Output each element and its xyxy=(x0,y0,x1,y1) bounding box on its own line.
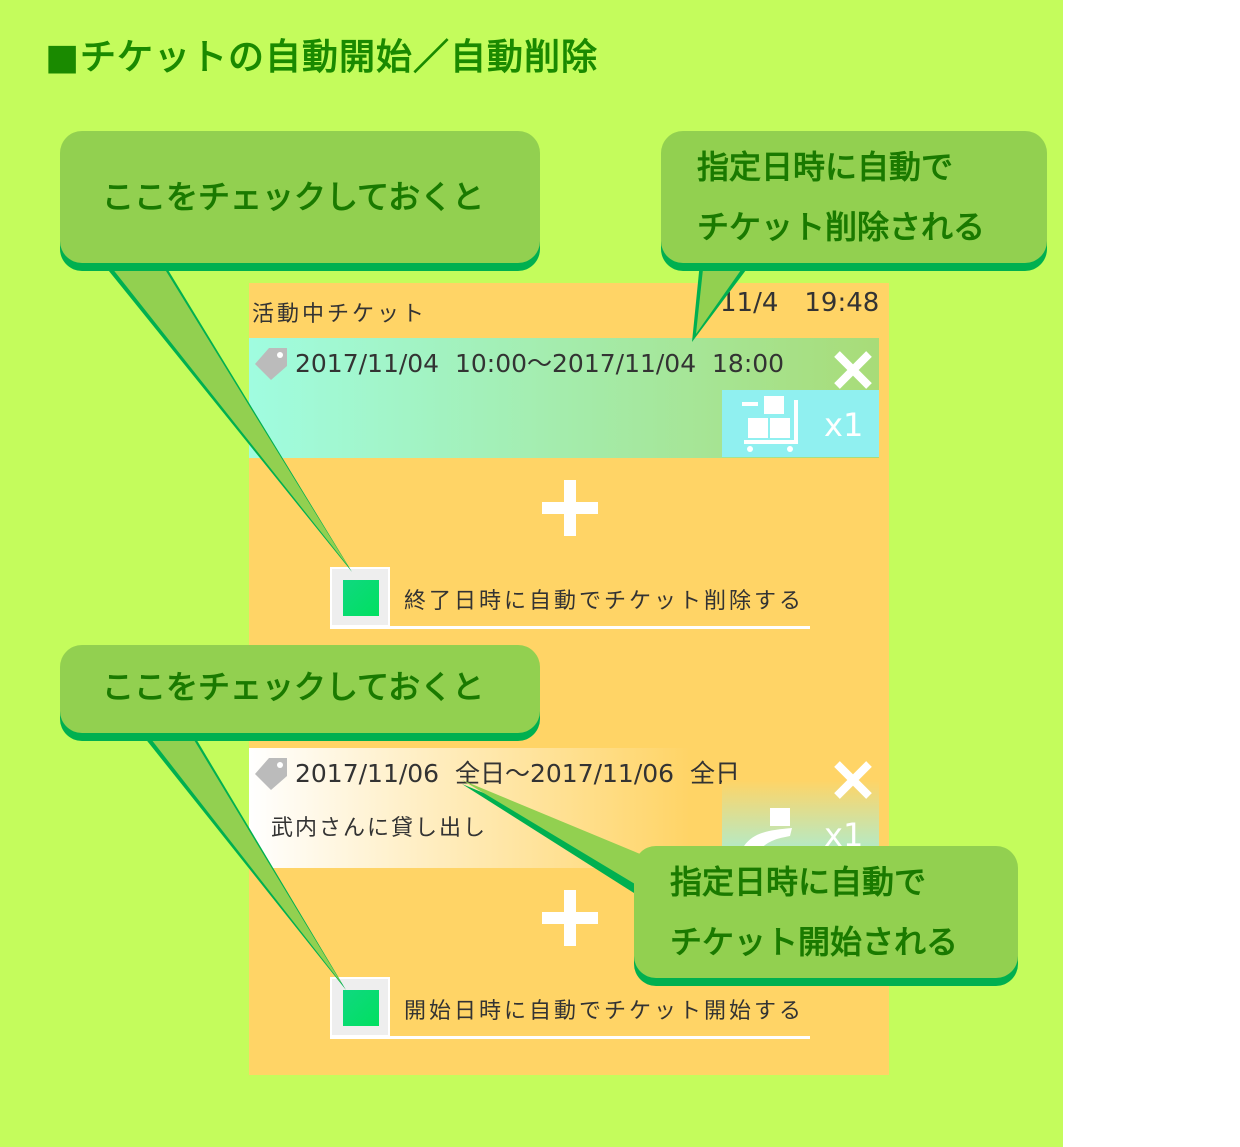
callout-check-delete: ここをチェックしておくと xyxy=(60,131,540,263)
auto-delete-checkbox[interactable]: 終了日時に自動でチケット削除する xyxy=(330,567,810,629)
checkbox[interactable] xyxy=(330,567,390,627)
close-icon[interactable] xyxy=(831,348,875,392)
callout-auto-delete: 指定日時に自動でチケット削除される xyxy=(661,131,1047,263)
hand-item-icon xyxy=(744,808,792,850)
checkbox-label: 開始日時に自動でチケット開始する xyxy=(404,999,805,1024)
checkbox-label: 終了日時に自動でチケット削除する xyxy=(404,589,805,614)
callout-auto-start: 指定日時に自動でチケット開始される xyxy=(634,846,1018,978)
ticket-card[interactable]: 2017/11/04 10:00～2017/11/04 18:00 x1 xyxy=(249,338,879,458)
item-box: x1 xyxy=(722,390,879,457)
clock: 11/4 19:48 xyxy=(720,288,880,318)
add-button[interactable] xyxy=(542,480,598,536)
ticket-datetime: 2017/11/04 10:00～2017/11/04 18:00 xyxy=(295,349,785,378)
ticket-datetime: 2017/11/06 全日～2017/11/06 全日 xyxy=(295,759,740,788)
callout-check-start: ここをチェックしておくと xyxy=(60,645,540,733)
add-button[interactable] xyxy=(542,890,598,946)
auto-start-checkbox[interactable]: 開始日時に自動でチケット開始する xyxy=(330,977,810,1039)
checkbox[interactable] xyxy=(330,977,390,1037)
close-icon[interactable] xyxy=(831,758,875,802)
page-title: ■チケットの自動開始／自動削除 xyxy=(45,37,599,78)
ticket-note: 武内さんに貸し出し xyxy=(271,816,488,841)
cart-icon xyxy=(742,396,798,452)
tag-icon xyxy=(255,348,287,380)
active-tickets-header: 活動中チケット xyxy=(252,302,428,327)
tag-icon xyxy=(255,758,287,790)
quantity: x1 xyxy=(824,406,864,444)
